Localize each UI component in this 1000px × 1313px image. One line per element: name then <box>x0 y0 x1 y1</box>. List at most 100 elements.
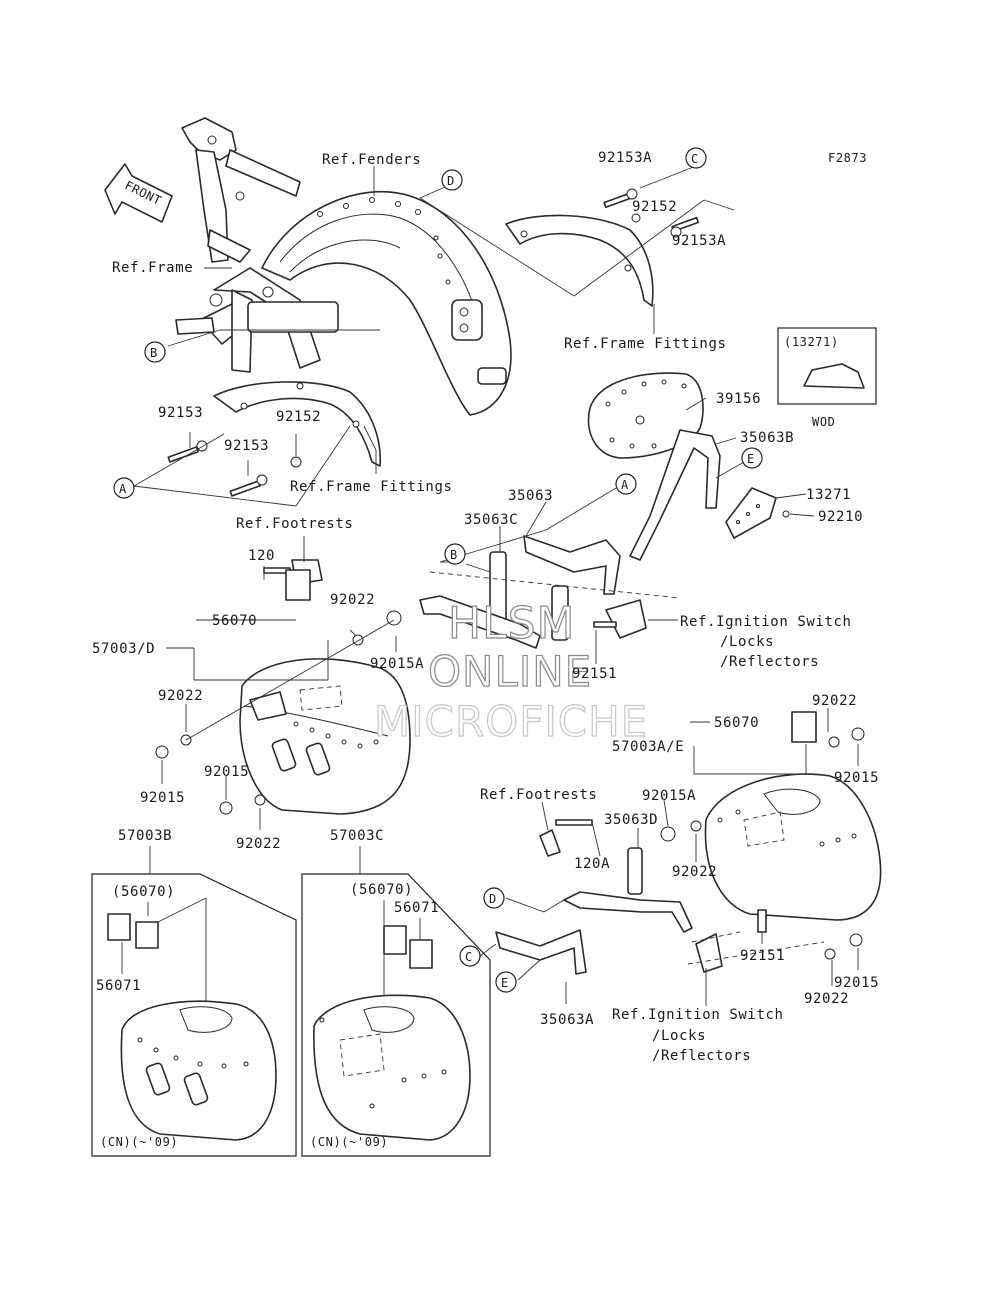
watermark-line2: ONLINE <box>428 647 592 696</box>
label-ref-frame-fittings-top: Ref.Frame Fittings <box>564 336 727 352</box>
bolt-group-left <box>167 440 302 497</box>
label-35063b: 35063B <box>740 430 794 446</box>
inset-wod: (13271) WOD <box>777 327 877 429</box>
inset-b-title: 57003B <box>118 828 172 844</box>
label-ref-footrests-bot: Ref.Footrests <box>480 787 597 803</box>
label-92015-c: 92015 <box>204 764 249 780</box>
label-92153-left: 92153 <box>158 405 203 421</box>
watermark: HLSM ONLINE MICROFICHE <box>373 597 648 746</box>
label-92022-bot2: 92022 <box>804 991 849 1007</box>
label-92015a-left: 92015A <box>370 656 424 672</box>
leader-lines <box>133 165 859 1006</box>
inset-57003b: 57003B (56070) 56071 (CN)(~'09) <box>91 828 297 1157</box>
callout-d-bottom: D <box>483 887 505 909</box>
label-ign2-line2: /Locks <box>652 1028 706 1044</box>
label-120a: 120A <box>574 856 610 872</box>
svg-text:B: B <box>150 346 158 360</box>
label-56070-left: 56070 <box>212 613 257 629</box>
svg-text:B: B <box>450 548 458 562</box>
label-ref-frame-fittings-mid: Ref.Frame Fittings <box>290 479 453 495</box>
label-92151-bot: 92151 <box>740 948 785 964</box>
svg-text:A: A <box>621 478 629 492</box>
inset-b-footer: (CN)(~'09) <box>100 1135 178 1149</box>
watermark-line3: MICROFICHE <box>374 697 648 746</box>
frame-illustration <box>175 117 339 373</box>
callout-c-bottom: C <box>459 945 481 967</box>
label-92210: 92210 <box>818 509 863 525</box>
label-92152-left: 92152 <box>276 409 321 425</box>
callout-b-top: B <box>144 341 166 363</box>
label-92153a-top: 92153A <box>598 150 652 166</box>
callout-c: C <box>685 147 707 169</box>
inset-wod-caption: WOD <box>812 415 835 429</box>
svg-text:C: C <box>465 950 473 964</box>
label-ign-line1: Ref.Ignition Switch <box>680 614 852 630</box>
svg-text:E: E <box>501 976 509 990</box>
frame-fitting-left <box>213 381 382 467</box>
saddlebag-bracket-mid <box>263 535 647 649</box>
label-ign-line2: /Locks <box>720 634 774 650</box>
label-57003ae: 57003A/E <box>612 739 684 755</box>
svg-text:A: A <box>119 482 127 496</box>
saddlebag-bracket-lower <box>495 819 767 975</box>
label-ign2-line1: Ref.Ignition Switch <box>612 1007 784 1023</box>
inset-b-label-b: 56071 <box>96 978 141 994</box>
label-92151-mid: 92151 <box>572 666 617 682</box>
label-57003d: 57003/D <box>92 641 155 657</box>
label-92015a-bot: 92015A <box>642 788 696 804</box>
watermark-line1: HLSM <box>448 598 576 649</box>
inset-57003c: 57003C (56070) 56071 (CN)(~'09) <box>301 828 491 1157</box>
saddlebag-left-illustration <box>239 569 411 815</box>
label-92152-top: 92152 <box>632 199 677 215</box>
label-56070-right: 56070 <box>714 715 759 731</box>
callout-e-right: E <box>741 447 763 469</box>
rear-fender-illustration <box>261 191 512 416</box>
label-13271: 13271 <box>806 487 851 503</box>
label-120: 120 <box>248 548 275 564</box>
callout-a-mid: A <box>615 473 637 495</box>
label-35063d: 35063D <box>604 812 658 828</box>
label-ign2-line3: /Reflectors <box>652 1048 751 1064</box>
label-ref-footrests-top: Ref.Footrests <box>236 516 353 532</box>
backrest-pad-illustration <box>587 372 704 459</box>
callout-d-top: D <box>441 169 463 191</box>
label-92022-b: 92022 <box>158 688 203 704</box>
backrest-bracket-illustration <box>629 429 790 561</box>
callout-a-left: A <box>113 477 135 499</box>
inset-c-label-b: 56071 <box>394 900 439 916</box>
label-92015-b: 92015 <box>140 790 185 806</box>
label-92022-bot: 92022 <box>672 864 717 880</box>
saddlebag-right-illustration <box>704 711 882 960</box>
bolt-group-top <box>603 188 700 238</box>
label-35063c: 35063C <box>464 512 518 528</box>
label-35063: 35063 <box>508 488 553 504</box>
label-92153a-right: 92153A <box>672 233 726 249</box>
front-arrow-icon: FRONT <box>104 163 173 223</box>
inset-b-label-a: (56070) <box>112 884 175 900</box>
label-92015-bot: 92015 <box>834 975 879 991</box>
label-92022-c: 92022 <box>236 836 281 852</box>
part-labels: Ref.Fenders Ref.Frame Ref.Frame Fittings… <box>92 150 879 1064</box>
inset-c-footer: (CN)(~'09) <box>310 1135 388 1149</box>
callout-e-bottom: E <box>495 971 517 993</box>
diagram-id: F2873 <box>828 151 867 165</box>
label-92153-left2: 92153 <box>224 438 269 454</box>
label-ref-fenders: Ref.Fenders <box>322 152 421 168</box>
svg-text:C: C <box>691 152 699 166</box>
label-ign-line3: /Reflectors <box>720 654 819 670</box>
label-92022-a: 92022 <box>330 592 375 608</box>
callout-b-mid: B <box>444 543 466 565</box>
svg-text:E: E <box>747 452 755 466</box>
label-39156: 39156 <box>716 391 761 407</box>
svg-text:D: D <box>489 892 497 906</box>
frame-fitting-right <box>505 214 654 307</box>
label-ref-frame: Ref.Frame <box>112 260 193 276</box>
label-35063a: 35063A <box>540 1012 594 1028</box>
inset-c-label-a: (56070) <box>350 882 413 898</box>
label-92015-r: 92015 <box>834 770 879 786</box>
inset-wod-part: (13271) <box>784 335 839 349</box>
svg-text:D: D <box>447 174 455 188</box>
label-92022-r: 92022 <box>812 693 857 709</box>
